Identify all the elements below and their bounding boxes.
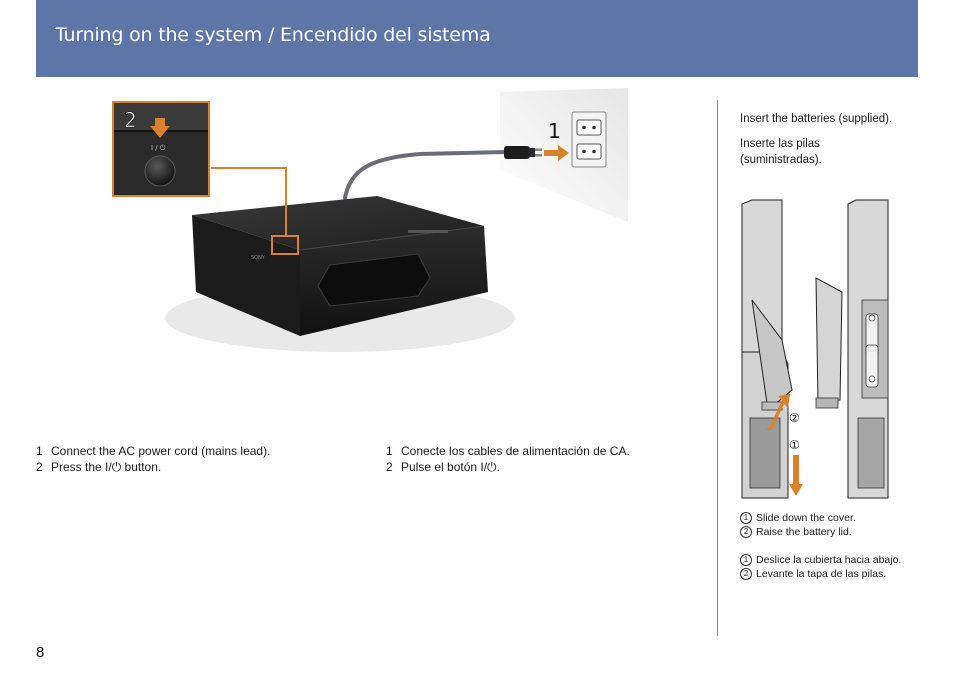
power-plug: [504, 146, 542, 159]
step-text: Press the I/⏻ button.: [51, 460, 162, 474]
power-button-inset: I / ⏻ 2: [112, 101, 210, 197]
header-banner: Turning on the system / Encendido del si…: [36, 0, 918, 77]
page-number: 8: [36, 644, 45, 661]
receiver-unit: SONY: [192, 196, 488, 336]
power-cord: [343, 150, 508, 200]
callout-number-2: 2: [124, 108, 137, 132]
battery-instruction-es: Inserte las pilas (suministradas).: [740, 138, 822, 166]
power-button-label: I / ⏻: [151, 144, 166, 152]
battery-icon: [865, 344, 879, 388]
plug-in-arrow: [544, 145, 569, 161]
raise-lid-arrow: [766, 394, 790, 430]
step-text: Connect the AC power cord (mains lead).: [51, 444, 271, 458]
step-text: Conecte los cables de alimentación de CA…: [401, 444, 630, 458]
press-arrow-shaft: [155, 118, 165, 127]
step-text: Pulse el botón I/⏻.: [401, 460, 500, 474]
slide-down-arrow: [789, 455, 803, 496]
remote-open-illustration: [847, 199, 889, 499]
callout-leader-line: [211, 167, 287, 236]
battery-instruction-en: Insert the batteries (supplied).: [740, 113, 893, 125]
press-arrow-head: [150, 126, 170, 138]
callout-number-1: 1: [548, 119, 561, 143]
marker-2: ②: [789, 411, 800, 425]
column-divider: [717, 100, 718, 636]
battery-cover: [815, 277, 843, 405]
page-title: Turning on the system / Encendido del si…: [55, 24, 491, 46]
wall-outlet: [571, 111, 607, 168]
remote-with-cover-illustration: [741, 199, 843, 499]
power-button: [144, 155, 176, 187]
marker-1: ①: [789, 438, 800, 452]
brand-logo: SONY: [251, 255, 266, 261]
